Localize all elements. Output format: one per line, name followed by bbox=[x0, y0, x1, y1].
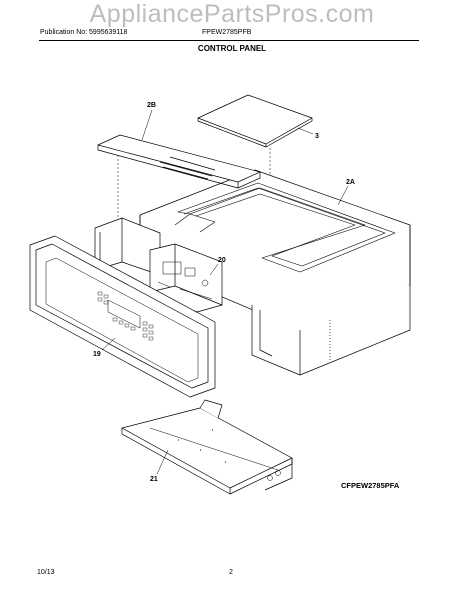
page-number: 2 bbox=[229, 569, 233, 576]
part-20-control-board bbox=[149, 243, 223, 313]
callout-20: 20 bbox=[218, 257, 226, 264]
part-21-lower-bracket bbox=[121, 399, 293, 495]
callout-2A: 2A bbox=[346, 179, 355, 186]
section-title: CONTROL PANEL bbox=[197, 44, 267, 53]
keypad-buttons bbox=[97, 291, 154, 341]
part-2B-trim-strip bbox=[97, 134, 261, 189]
callout-21: 21 bbox=[150, 476, 158, 483]
part-19-front-panel bbox=[29, 235, 216, 398]
callout-2B: 2B bbox=[147, 102, 156, 109]
footer-date: 10/13 bbox=[37, 569, 55, 576]
part-3-cover-panel bbox=[197, 94, 313, 148]
figure-code: CFPEW2785PFA bbox=[341, 481, 400, 490]
header-rule bbox=[39, 40, 419, 41]
watermark: AppliancePartsPros.com bbox=[89, 0, 375, 28]
callout-3: 3 bbox=[315, 133, 319, 140]
callout-19: 19 bbox=[93, 351, 101, 358]
publication-number: Publication No: 5995639118 bbox=[40, 29, 128, 36]
model-number: FPEW2785PFB bbox=[202, 29, 252, 36]
leader-lines bbox=[101, 109, 349, 475]
